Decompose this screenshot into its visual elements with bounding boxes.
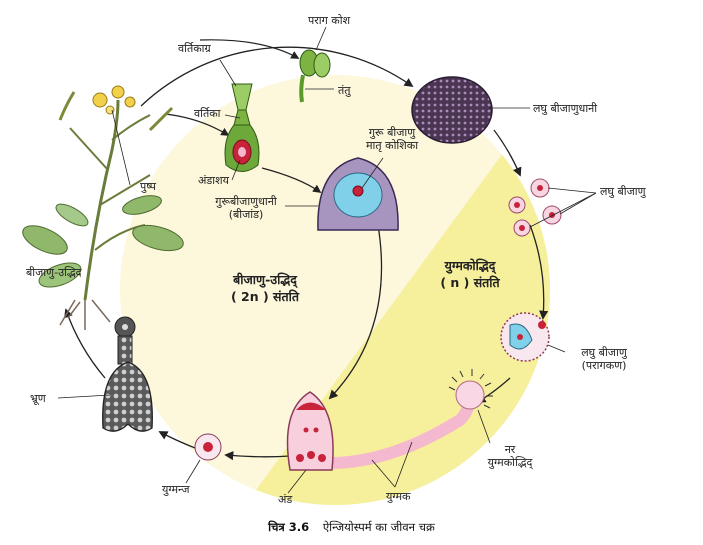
cycle-arc <box>529 224 549 320</box>
label-megaspore-mother-cell: गुरू बीजाणु मातृ कोशिका <box>365 126 419 152</box>
label-style: वर्तिका <box>194 107 221 120</box>
pollen-tube-illustration <box>304 369 493 470</box>
leader-line <box>547 187 597 194</box>
label-male-gametophyte: नर युग्मकोद्भिद् <box>487 443 533 469</box>
leader-line <box>477 409 491 444</box>
figure-title: ऐन्जियोस्पर्म का जीवन चक्र <box>322 520 435 534</box>
flower-to-stamen-arrow <box>199 39 300 59</box>
megasporangium-illustration <box>317 157 399 231</box>
megasporangium-to-egg-arrow <box>328 224 383 400</box>
leader-line <box>111 109 131 186</box>
leader-line <box>219 59 237 87</box>
label-embryo: भ्रूण <box>30 392 46 405</box>
label-zygote: युग्मन्ज <box>162 483 190 496</box>
label-sporophyte-plant: बीजाणु-उद्भिद <box>26 266 82 279</box>
embryo-illustration <box>102 316 153 432</box>
label-microspore: लघु बीजाणु <box>600 185 646 198</box>
leader-line <box>371 459 396 488</box>
leader-line <box>57 394 111 399</box>
leader-line <box>287 469 307 494</box>
figure-number: चित्र 3.6 <box>268 520 310 534</box>
leader-line <box>361 157 384 189</box>
pollen-grain-illustration <box>500 312 550 362</box>
pistil-illustration <box>224 83 260 172</box>
ovary-to-megasporangium-arrow <box>261 167 322 193</box>
leader-line <box>394 441 413 488</box>
label-stigma: वर्तिकाग्र <box>178 42 211 55</box>
label-microsporangium: लघु बीजाणुधानी <box>533 102 598 115</box>
microsporangium-illustration <box>411 76 493 144</box>
label-gametophyte-phase: युग्मकोद्भिद् ( n ) संतति <box>440 258 500 290</box>
leader-line <box>529 192 597 228</box>
label-sporophyte-phase: बीजाणु-उद्भिद् ( 2n ) संतति <box>230 272 299 304</box>
leader-line <box>231 159 241 181</box>
cycle-arc <box>224 451 291 461</box>
label-anther: पराग कोश <box>308 14 351 27</box>
leader-line <box>185 459 201 484</box>
cycle-arc <box>493 129 522 177</box>
figure-caption: चित्र 3.6 ऐन्जियोस्पर्म का जीवन चक्र <box>0 520 703 535</box>
stamen-illustration <box>299 49 331 103</box>
label-pollen-grain: लघु बीजाणु (परागकण) <box>581 346 627 372</box>
label-gametes: युग्मक <box>386 490 411 503</box>
egg-ovule-illustration <box>286 391 334 471</box>
label-megasporangium: गुरूबीजाणुधानी (बीजांड) <box>215 195 277 221</box>
leader-line <box>224 114 241 119</box>
plant-illustration <box>22 85 184 330</box>
label-ovary: अंडाशय <box>198 174 229 187</box>
zygote-illustration <box>194 433 222 461</box>
leader-line <box>547 344 566 353</box>
flower-to-pistil-arrow <box>164 113 230 136</box>
label-egg: अंड <box>278 493 293 506</box>
leader-line <box>315 26 327 51</box>
cycle-arc <box>64 308 106 379</box>
label-filament: तंतु <box>338 84 351 97</box>
label-flower: पुष्प <box>140 180 157 193</box>
cycle-arc <box>158 431 196 449</box>
microspores-illustration <box>508 178 562 237</box>
